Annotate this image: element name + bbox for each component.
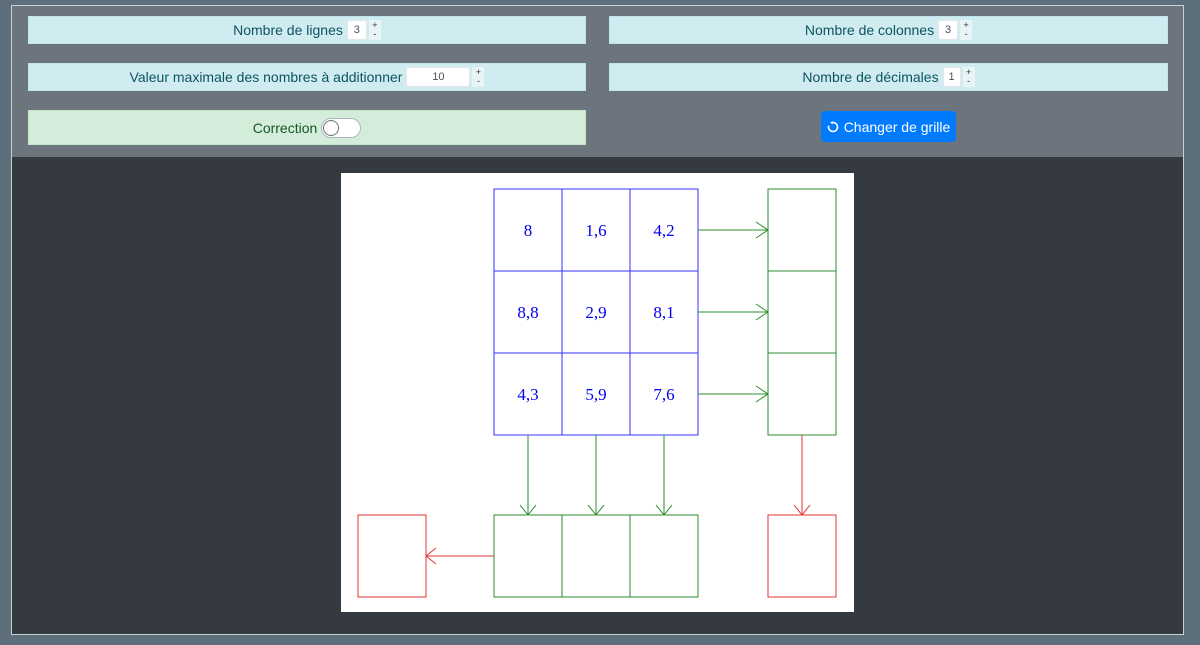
grid-cell-value: 1,6 (585, 221, 606, 240)
columns-label: Nombre de colonnes (804, 22, 935, 38)
column-sum-box[interactable] (629, 514, 699, 598)
columns-input[interactable]: 3 (938, 20, 959, 40)
columns-control: Nombre de colonnes 3 + - (609, 16, 1168, 44)
change-grid-button[interactable]: Changer de grille (821, 111, 956, 142)
toggle-knob (323, 119, 340, 136)
correction-control: Correction (28, 110, 586, 145)
correction-label: Correction (252, 119, 318, 136)
refresh-icon (827, 120, 838, 132)
grid-cell-value: 8,1 (653, 303, 674, 322)
row-sum-box[interactable] (767, 188, 837, 272)
minus-icon[interactable]: - (967, 76, 971, 86)
addition-grid: 8 1,6 4,2 8,8 2,9 8,1 4,3 5,9 7,6 (357, 188, 837, 598)
grid-cell-value: 8 (524, 221, 533, 240)
grid-cell-value: 4,3 (517, 385, 538, 404)
minus-icon[interactable]: - (964, 29, 968, 39)
total-left-box[interactable] (357, 514, 427, 598)
grid-cell (629, 270, 699, 354)
grid-cell (561, 188, 631, 272)
rows-label: Nombre de lignes (233, 22, 343, 38)
grid-cell-value: 7,6 (653, 385, 674, 404)
decimals-stepper[interactable]: + - (962, 67, 975, 87)
exercise-canvas: 8 1,6 4,2 8,8 2,9 8,1 4,3 5,9 7,6 (341, 173, 854, 612)
app-frame: Nombre de lignes 3 + - Nombre de colonne… (11, 5, 1184, 635)
decimals-label: Nombre de décimales (802, 69, 939, 85)
grid-cell (629, 352, 699, 436)
settings-panel: Nombre de lignes 3 + - Nombre de colonne… (12, 6, 1183, 157)
rows-input[interactable]: 3 (346, 20, 367, 40)
max-value-label: Valeur maximale des nombres à additionne… (129, 69, 403, 85)
rows-control: Nombre de lignes 3 + - (28, 16, 586, 44)
rows-stepper[interactable]: + - (368, 20, 381, 40)
total-right-box[interactable] (767, 514, 837, 598)
plus-icon[interactable]: + (963, 20, 969, 30)
minus-icon[interactable]: - (476, 76, 480, 86)
grid-cell (493, 352, 563, 436)
grid-cell-value: 2,9 (585, 303, 606, 322)
grid-cell (493, 270, 563, 354)
plus-icon[interactable]: + (372, 20, 378, 30)
grid-cell-value: 5,9 (585, 385, 606, 404)
minus-icon[interactable]: - (373, 29, 377, 39)
plus-icon[interactable]: + (965, 67, 972, 77)
plus-icon[interactable]: + (475, 67, 482, 77)
correction-toggle[interactable] (321, 117, 362, 138)
max-value-control: Valeur maximale des nombres à additionne… (28, 63, 586, 91)
row-sum-box[interactable] (767, 352, 837, 436)
decimals-input[interactable]: 1 (942, 67, 961, 87)
change-grid-label: Changer de grille (843, 118, 951, 135)
columns-stepper[interactable]: + - (960, 20, 973, 40)
grid-cell-value: 8,8 (517, 303, 538, 322)
max-value-stepper[interactable]: + - (472, 67, 485, 87)
decimals-control: Nombre de décimales 1 + - (609, 63, 1168, 91)
grid-cell (561, 352, 631, 436)
column-sum-box[interactable] (561, 514, 631, 598)
grid-cell-value: 4,2 (653, 221, 674, 240)
column-sum-box[interactable] (493, 514, 563, 598)
max-value-input[interactable]: 10 (406, 67, 471, 87)
row-sum-box[interactable] (767, 270, 837, 354)
